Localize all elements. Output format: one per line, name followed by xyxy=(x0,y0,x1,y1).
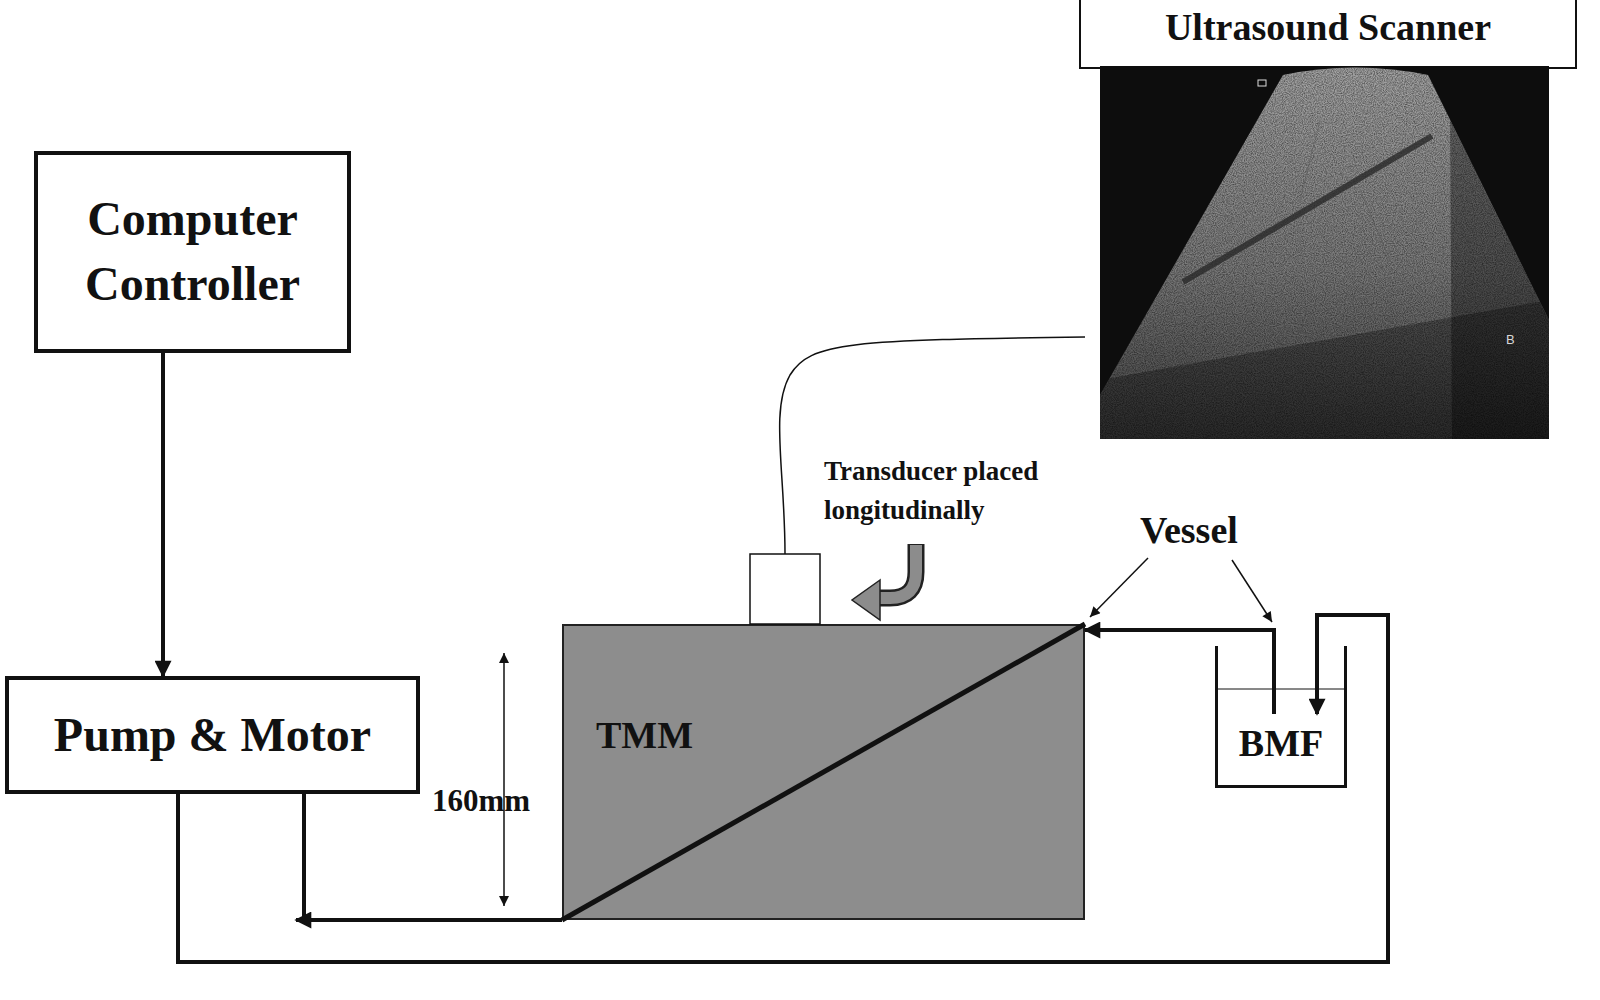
annotation-text: Transducer placed longitudinally xyxy=(824,452,1099,530)
pump-box: Pump & Motor xyxy=(5,676,420,794)
fluid-reservoir: BMF xyxy=(1215,646,1347,788)
phantom-block: TMM xyxy=(562,624,1085,920)
pointer-arrow xyxy=(878,544,916,598)
flow-connector xyxy=(161,353,165,676)
node-label: Computer Controller xyxy=(50,187,335,317)
leader-line xyxy=(1090,558,1148,617)
controller-box: Computer Controller xyxy=(34,151,351,353)
leader-line xyxy=(1232,560,1272,622)
dimension-arrow xyxy=(503,653,505,906)
vessel-tube xyxy=(562,624,1085,920)
ultrasound-image xyxy=(1100,66,1549,439)
scanner-box: Ultrasound Scanner xyxy=(1079,0,1577,69)
image-marker: B xyxy=(1506,332,1536,348)
dimension-label: 160mm xyxy=(432,782,562,819)
node-label: BMF xyxy=(1215,722,1347,766)
node-label: TMM xyxy=(596,714,693,758)
callout-label: Vessel xyxy=(1140,508,1280,554)
node-label: Ultrasound Scanner xyxy=(1165,6,1491,50)
container-outline xyxy=(1215,646,1347,788)
node-label: Pump & Motor xyxy=(54,707,371,762)
flow-connector xyxy=(1085,630,1274,714)
transducer-probe xyxy=(750,554,820,624)
